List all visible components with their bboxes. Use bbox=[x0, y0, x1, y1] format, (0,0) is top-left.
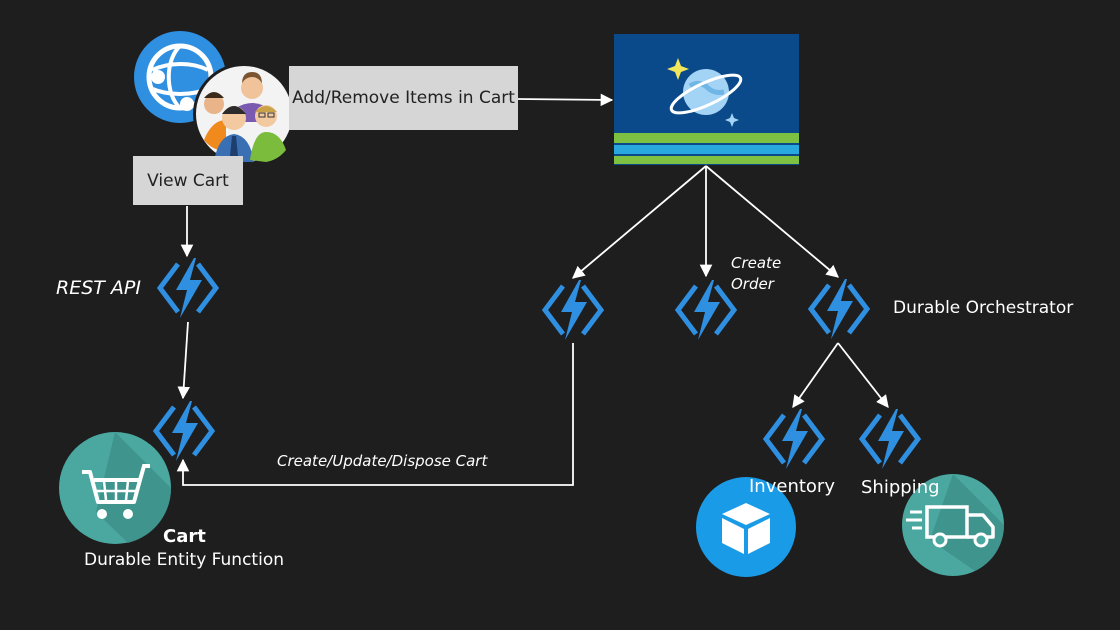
view-cart-label: View Cart bbox=[147, 170, 229, 191]
add-remove-items-label: Add/Remove Items in Cart bbox=[292, 88, 515, 108]
arrow-restapi-to-cart bbox=[177, 321, 191, 400]
arrow-func-to-cart-entity bbox=[176, 343, 574, 486]
inventory-label: Inventory bbox=[749, 476, 835, 497]
rest-api-label: REST API bbox=[56, 277, 141, 299]
arrow-cosmos-to-orchestrator bbox=[705, 165, 839, 278]
arrow-orchestrator-to-inventory bbox=[792, 342, 839, 409]
package-box-icon bbox=[696, 477, 796, 577]
arrow-cosmos-to-func-left bbox=[572, 165, 707, 279]
azure-function-icon-cart-entity bbox=[156, 401, 212, 461]
users-group-icon bbox=[193, 63, 295, 165]
azure-function-icon-create-order bbox=[678, 280, 734, 340]
azure-function-icon-inventory bbox=[766, 409, 822, 469]
azure-function-icon-orchestrator bbox=[811, 279, 867, 339]
arrow-add-remove-to-cosmos bbox=[517, 93, 614, 107]
azure-function-icon-shipping bbox=[862, 409, 918, 469]
create-order-label-line1: Create bbox=[731, 254, 782, 272]
durable-orchestrator-label: Durable Orchestrator bbox=[893, 298, 1074, 318]
create-order-label-line2: Order bbox=[731, 275, 774, 293]
azure-function-icon-cosmos-trigger bbox=[545, 280, 601, 340]
create-update-dispose-label: Create/Update/Dispose Cart bbox=[277, 452, 488, 470]
azure-function-icon-rest-api bbox=[160, 258, 216, 318]
cosmos-db-icon bbox=[614, 34, 799, 165]
view-cart-box: View Cart bbox=[133, 156, 243, 205]
arrow-orchestrator-to-shipping bbox=[837, 342, 889, 408]
shopping-cart-icon bbox=[59, 432, 172, 544]
cart-subtitle: Durable Entity Function bbox=[84, 550, 284, 570]
cart-title: Cart bbox=[163, 526, 206, 547]
delivery-truck-icon bbox=[902, 474, 1004, 576]
add-remove-items-box: Add/Remove Items in Cart bbox=[289, 66, 518, 130]
shipping-label: Shipping bbox=[861, 477, 940, 498]
